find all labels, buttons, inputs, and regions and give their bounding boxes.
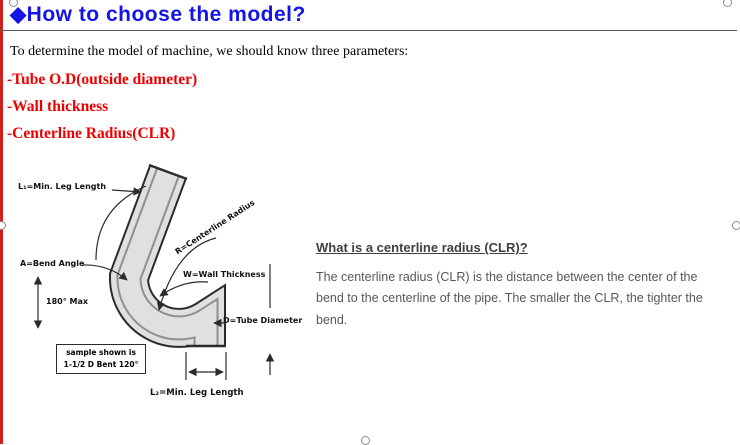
tube-bend-diagram: L₁=Min. Leg Length R=Centerline Radius A… bbox=[8, 160, 308, 420]
d-label: D=Tube Diameter bbox=[223, 316, 303, 325]
clr-body-text: The centerline radius (CLR) is the dista… bbox=[316, 270, 703, 327]
l2-label: L₂=Min. Leg Length bbox=[150, 388, 244, 398]
parameter-wall-thickness: -Wall thickness bbox=[7, 98, 109, 115]
l1-label: L₁=Min. Leg Length bbox=[18, 182, 107, 191]
parameter-list: -Tube O.D(outside diameter) -Wall thickn… bbox=[7, 66, 197, 147]
tube-bend-drawing bbox=[33, 163, 275, 380]
w-label: W=Wall Thickness bbox=[183, 270, 266, 279]
page-header: ◆How to choose the model? bbox=[0, 0, 737, 31]
sample-note-line2: 1-1/2 D Bent 120° bbox=[63, 360, 139, 369]
parameter-tube-od: -Tube O.D(outside diameter) bbox=[7, 71, 198, 88]
selection-handle-mid-left[interactable] bbox=[0, 221, 6, 230]
sample-note-box: sample shown is 1-1/2 D Bent 120° bbox=[56, 344, 146, 374]
bend-angle-arc bbox=[95, 185, 147, 261]
annotations bbox=[33, 185, 275, 380]
l1-leader-arrow bbox=[111, 187, 142, 196]
sample-note-line1: sample shown is bbox=[66, 348, 136, 357]
selection-handle-top-left[interactable] bbox=[9, 0, 18, 7]
max-angle-label: 180° Max bbox=[46, 297, 89, 306]
page-title: ◆How to choose the model? bbox=[10, 2, 306, 27]
a-leader-arrow bbox=[81, 264, 128, 281]
selection-handle-mid-right[interactable] bbox=[732, 221, 740, 230]
clr-info-panel: What is a centerline radius (CLR)? The c… bbox=[316, 240, 726, 331]
bent-tube bbox=[109, 163, 226, 348]
tube-inner bbox=[118, 168, 217, 346]
page-title-text: How to choose the model? bbox=[26, 3, 306, 26]
clr-heading: What is a centerline radius (CLR)? bbox=[316, 240, 528, 255]
a-label: A=Bend Angle bbox=[20, 259, 85, 268]
w-leader-arrow bbox=[159, 281, 209, 297]
parameter-centerline-radius: -Centerline Radius(CLR) bbox=[7, 125, 176, 142]
tube-top-end-face bbox=[148, 163, 188, 181]
intro-text: To determine the model of machine, we sh… bbox=[10, 44, 409, 59]
selection-handle-top-right[interactable] bbox=[723, 0, 732, 7]
diamond-bullet-icon: ◆ bbox=[10, 3, 27, 26]
r-leader-arrow bbox=[156, 237, 217, 311]
